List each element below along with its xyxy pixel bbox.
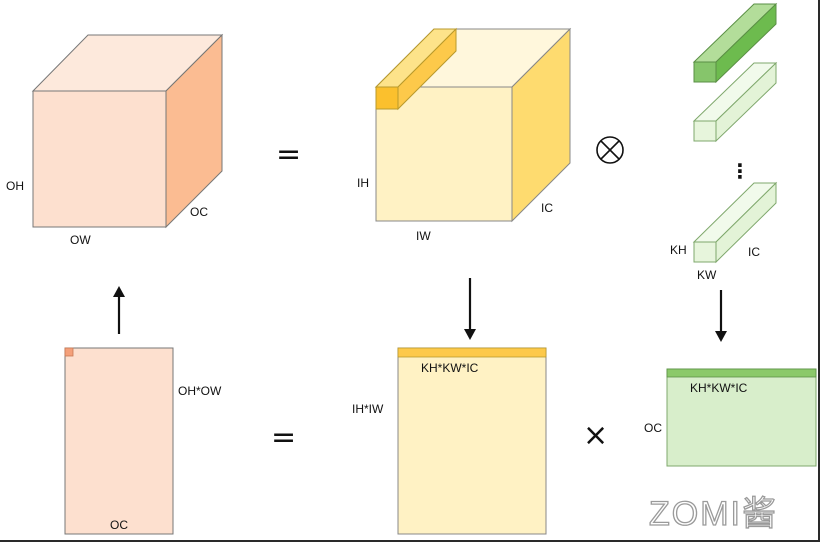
input-cube-front <box>375 86 513 222</box>
kernel-light <box>692 61 778 143</box>
equals-sign-bottom: = <box>271 420 296 455</box>
label-ic-kernel: IC <box>748 245 760 259</box>
label-oc-cube: OC <box>190 205 208 219</box>
label-oc-kernel-matrix: OC <box>644 421 662 435</box>
label-iw: IW <box>416 229 431 243</box>
output-cube: OH OW OC <box>6 33 224 247</box>
kernel-ellipsis: ⋮ <box>730 161 750 183</box>
label-oc-matrix: OC <box>110 518 128 532</box>
label-oh-ow: OH*OW <box>178 384 222 398</box>
label-ih-iw: IH*IW <box>352 402 384 416</box>
equals-sign-top: = <box>276 137 301 172</box>
output-matrix-body <box>64 347 174 535</box>
output-cube-front <box>32 90 167 228</box>
watermark-logo: ZOMI酱 <box>649 495 778 533</box>
label-ow: OW <box>70 233 91 247</box>
output-matrix-cell <box>64 347 74 357</box>
arrow-down-kernel <box>715 290 727 342</box>
label-ic-cube: IC <box>541 201 553 215</box>
input-matrix-body <box>397 347 547 535</box>
label-kw: KW <box>697 268 717 282</box>
multiply-sign: × <box>583 418 608 453</box>
input-matrix-row <box>397 347 547 358</box>
kernel-last <box>692 181 778 264</box>
kernel-dark <box>692 2 778 84</box>
kernel-matrix: KH*KW*IC OC <box>644 368 817 467</box>
label-ih: IH <box>357 176 369 190</box>
input-matrix: KH*KW*IC IH*IW <box>352 347 547 535</box>
patch-bar-front <box>375 86 399 110</box>
arrow-up-output <box>113 286 125 334</box>
kernel-matrix-row <box>666 368 817 378</box>
label-kh-kw-ic-input: KH*KW*IC <box>421 361 479 375</box>
kernel-matrix-body <box>666 368 817 467</box>
label-kh: KH <box>670 243 687 257</box>
arrow-down-input <box>464 278 476 340</box>
label-oh: OH <box>6 179 24 193</box>
label-kh-kw-ic-kernel: KH*KW*IC <box>690 381 748 395</box>
convolution-operator-icon <box>596 136 624 164</box>
input-cube: IH IW IC <box>357 27 572 243</box>
output-matrix: OH*OW OC <box>64 347 222 535</box>
